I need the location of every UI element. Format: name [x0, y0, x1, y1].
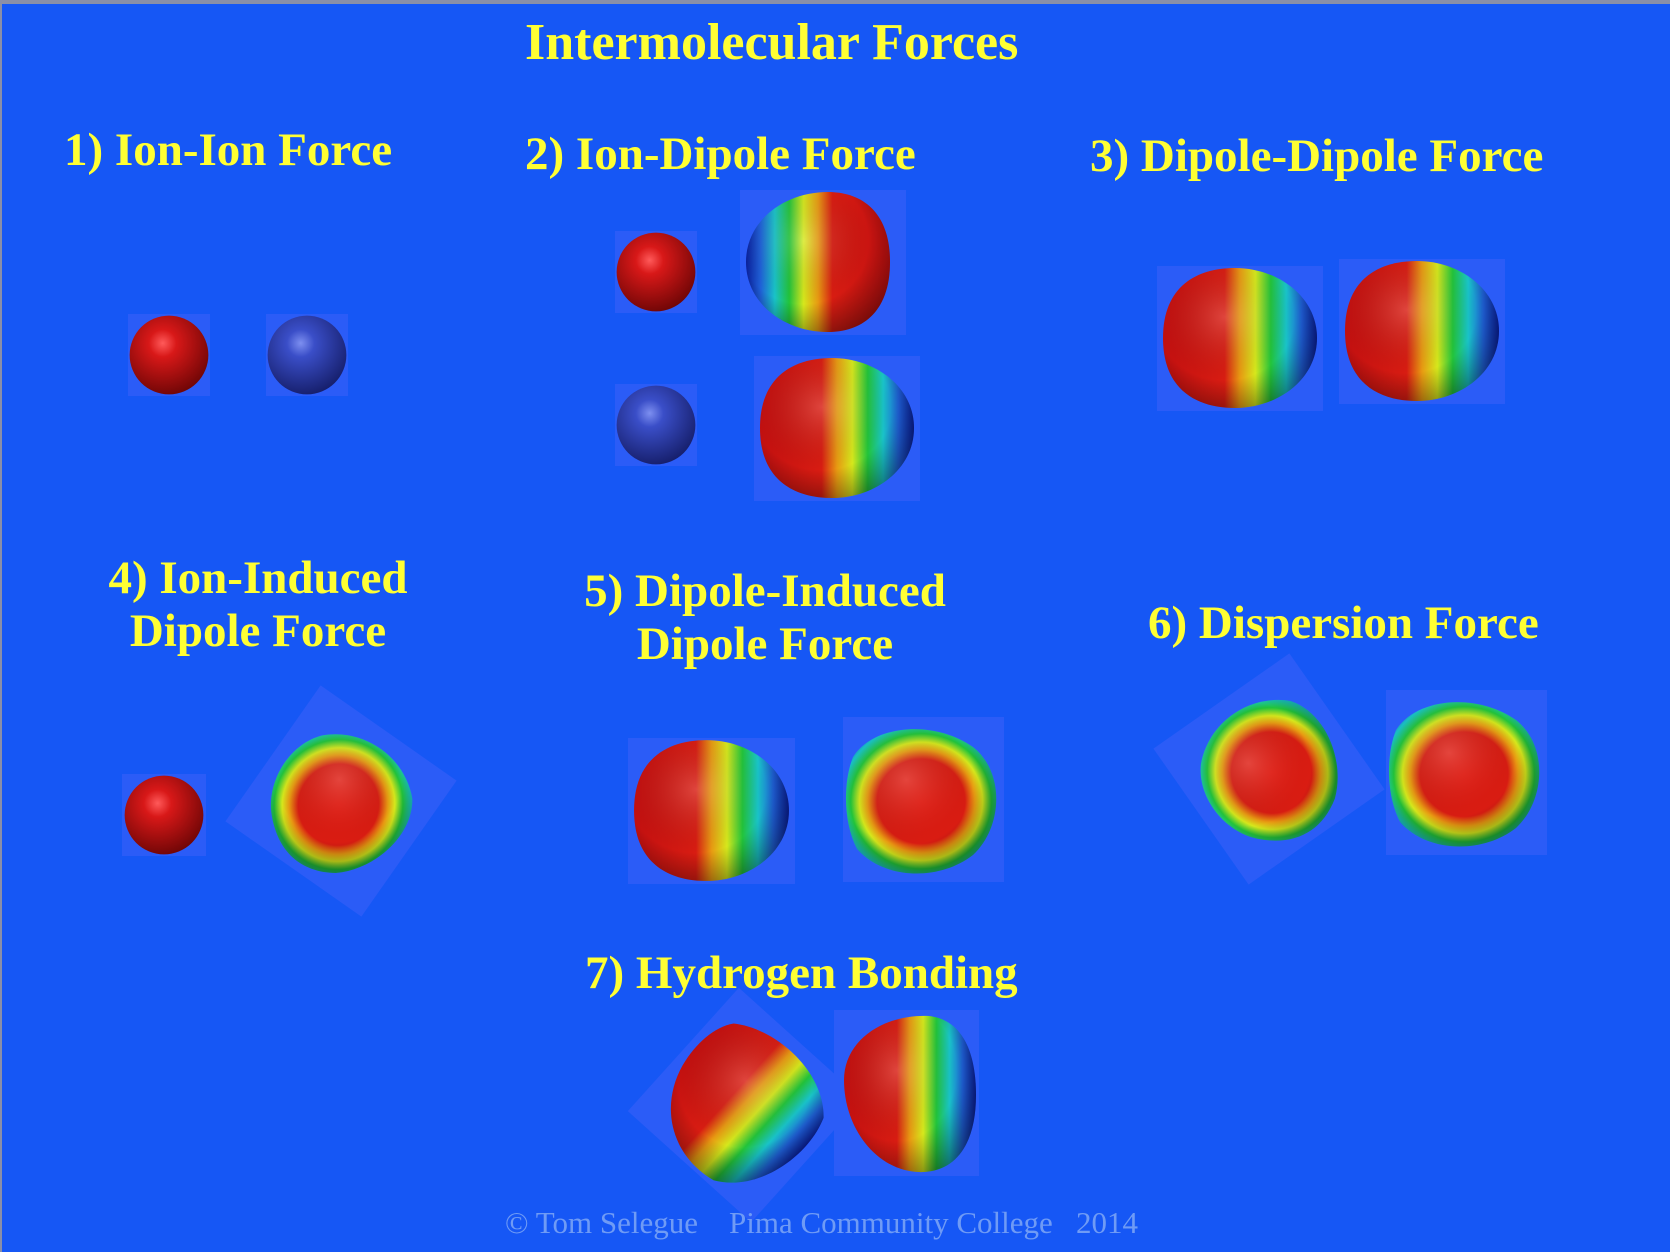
polar-molecule-map-icon: [1339, 259, 1505, 404]
heading-line: Dipole Force: [129, 604, 387, 657]
heading-line: 1) Ion-Ion Force: [64, 124, 393, 176]
polar-molecule-map-icon: [754, 356, 920, 501]
heading-ion-dipole: 2) Ion-Dipole Force: [525, 128, 916, 181]
anion-sphere-icon: [615, 384, 697, 466]
heading-dispersion: 6) Dispersion Force: [1148, 597, 1539, 650]
heading-ion-ion: 1) Ion-Ion Force: [64, 124, 392, 177]
nonpolar-molecule-map-icon: [843, 717, 1004, 882]
hydrogen-bond-map-icon: [834, 1010, 979, 1176]
cation-sphere-icon: [128, 314, 210, 396]
nonpolar-molecule-map-icon: [1153, 653, 1385, 885]
nonpolar-molecule-map-icon: [1386, 690, 1547, 855]
slide-title: Intermolecular Forces: [525, 14, 1019, 71]
heading-line: Dipole Force: [636, 617, 894, 670]
heading-line: 4) Ion-Induced: [108, 552, 408, 604]
polar-molecule-map-icon: [740, 190, 906, 335]
heading-line: 2) Ion-Dipole Force: [525, 128, 916, 180]
hydrogen-bond-map-icon: [627, 987, 863, 1223]
heading-dipole-dipole: 3) Dipole-Dipole Force: [1090, 130, 1543, 183]
heading-hydrogen-bonding: 7) Hydrogen Bonding: [585, 947, 1018, 1000]
heading-line: 3) Dipole-Dipole Force: [1090, 130, 1544, 182]
heading-line: 7) Hydrogen Bonding: [585, 947, 1018, 999]
heading-line: 6) Dispersion Force: [1148, 597, 1539, 649]
cation-sphere-icon: [615, 231, 697, 313]
heading-line: 5) Dipole-Induced: [584, 565, 946, 617]
polar-molecule-map-icon: [628, 738, 795, 884]
copyright-footer: © Tom Selegue Pima Community College 201…: [505, 1205, 1139, 1240]
nonpolar-molecule-map-icon: [225, 685, 457, 917]
anion-sphere-icon: [266, 314, 348, 396]
cation-sphere-icon: [122, 774, 206, 856]
heading-ion-induced-dipole: 4) Ion-Induced Dipole Force: [78, 552, 438, 657]
heading-dipole-induced-dipole: 5) Dipole-Induced Dipole Force: [560, 565, 970, 670]
polar-molecule-map-icon: [1157, 266, 1323, 411]
